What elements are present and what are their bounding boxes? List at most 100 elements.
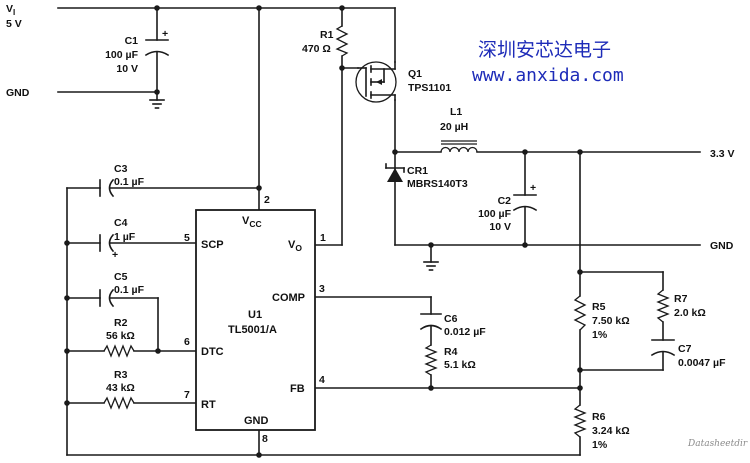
cr1-diode-symbol	[385, 163, 405, 182]
u1-part: TL5001/A	[228, 324, 277, 336]
c2-rating: 10 V	[489, 221, 511, 233]
supply-label: VI	[6, 3, 15, 17]
r5-resistor-symbol	[573, 295, 587, 331]
u1-pin-comp-number: 3	[319, 283, 325, 295]
l1-inductor-symbol	[440, 140, 478, 153]
junction-dots	[64, 5, 583, 458]
c3-ref: C3	[114, 163, 128, 175]
r4-ref: R4	[444, 346, 458, 358]
watermark-company: 深圳安芯达电子	[478, 39, 611, 61]
c4-polarity: +	[112, 249, 118, 261]
junction	[392, 149, 398, 155]
r4-resistor-symbol	[424, 344, 438, 376]
r7-resistor-symbol	[656, 289, 670, 323]
u1-pin-fb-number: 4	[319, 374, 325, 386]
u1-rt-label: RT	[201, 399, 216, 411]
junction	[64, 400, 70, 406]
u1-ic-body	[195, 209, 316, 431]
l1-value: 20 µH	[440, 121, 468, 133]
r6-resistor-symbol	[573, 404, 587, 438]
r3-value: 43 kΩ	[106, 382, 135, 394]
junction	[256, 5, 262, 11]
cr1-ref: CR1	[407, 165, 428, 177]
r6-tolerance: 1%	[592, 439, 608, 451]
q1-ref: Q1	[408, 68, 422, 80]
r5-value: 7.50 kΩ	[592, 315, 630, 327]
footer-watermark: Datasheetdir	[687, 439, 748, 449]
r4-value: 5.1 kΩ	[444, 359, 476, 371]
c6-capacitor-symbol	[419, 313, 443, 331]
junction	[577, 385, 583, 391]
junction	[577, 367, 583, 373]
c1-value: 100 µF	[105, 49, 138, 61]
c7-value: 0.0047 µF	[678, 357, 726, 369]
q1-part: TPS1101	[408, 82, 451, 94]
junction	[154, 89, 160, 95]
c7-ref: C7	[678, 343, 692, 355]
watermark-url: www.anxida.com	[472, 65, 624, 86]
junction	[155, 348, 161, 354]
cr1-part: MBRS140T3	[407, 178, 468, 190]
c2-value: 100 µF	[478, 208, 511, 220]
u1-dtc-label: DTC	[201, 346, 224, 358]
r2-ref: R2	[114, 317, 128, 329]
junction	[428, 242, 434, 248]
u1-pin-vo-number: 1	[320, 232, 326, 244]
q1-mosfet-symbol	[355, 61, 397, 103]
u1-fb-label: FB	[290, 383, 305, 395]
c5-value: 0.1 µF	[114, 284, 145, 296]
c6-value: 0.012 µF	[444, 326, 486, 338]
r3-ref: R3	[114, 369, 128, 381]
junction	[577, 269, 583, 275]
c1-polarity: +	[162, 28, 168, 40]
c5-capacitor-symbol	[99, 288, 115, 308]
output-gnd-label: GND	[710, 240, 734, 252]
r3-resistor-symbol	[103, 396, 135, 410]
c4-capacitor-symbol	[99, 233, 115, 253]
r6-value: 3.24 kΩ	[592, 425, 630, 437]
c2-ref: C2	[498, 195, 512, 207]
u1-scp-label: SCP	[201, 239, 224, 251]
u1-vo-label: VO	[288, 239, 302, 253]
u1-pin-gnd-number: 8	[262, 433, 268, 445]
c7-capacitor-symbol	[650, 339, 676, 357]
gnd-input-label: GND	[6, 87, 30, 99]
r7-ref: R7	[674, 293, 688, 305]
c4-value: 1 µF	[114, 231, 136, 243]
junction	[64, 240, 70, 246]
c1-ref: C1	[125, 35, 139, 47]
junction	[339, 65, 345, 71]
u1-vcc-label: VCC	[242, 215, 262, 229]
r1-value: 470 Ω	[302, 43, 331, 55]
r5-tolerance: 1%	[592, 329, 608, 341]
c1-rating: 10 V	[116, 63, 138, 75]
u1-comp-label: COMP	[272, 292, 305, 304]
c2-polarity: +	[530, 182, 536, 194]
l1-ref: L1	[450, 106, 462, 118]
u1-pin-scp-number: 5	[184, 232, 190, 244]
r6-ref: R6	[592, 411, 606, 423]
r1-resistor-symbol	[335, 25, 349, 57]
u1-pin-rt-number: 7	[184, 389, 190, 401]
junction	[522, 242, 528, 248]
ground-symbol	[149, 99, 165, 109]
junction	[64, 348, 70, 354]
c6-ref: C6	[444, 313, 458, 325]
c2-capacitor-symbol	[512, 194, 538, 212]
c4-ref: C4	[114, 217, 128, 229]
ground-symbol	[423, 261, 439, 271]
junction	[522, 149, 528, 155]
r2-value: 56 kΩ	[106, 330, 135, 342]
output-voltage-label: 3.3 V	[710, 148, 735, 160]
r7-value: 2.0 kΩ	[674, 307, 706, 319]
u1-pin-dtc-number: 6	[184, 336, 190, 348]
u1-ref: U1	[248, 309, 262, 321]
junction	[256, 452, 262, 458]
r5-ref: R5	[592, 301, 606, 313]
supply-voltage: 5 V	[6, 18, 22, 30]
c3-capacitor-symbol	[99, 178, 115, 198]
c1-capacitor-symbol	[144, 39, 170, 57]
c3-value: 0.1 µF	[114, 176, 145, 188]
